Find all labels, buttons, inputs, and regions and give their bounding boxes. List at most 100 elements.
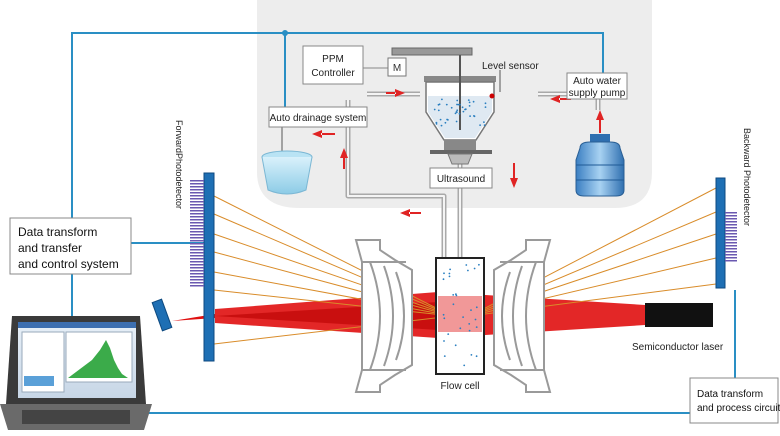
particle [456,103,458,106]
laptop-icon [0,316,152,430]
motor-symbol: M [393,63,401,74]
particle [483,124,486,127]
detector-element [190,219,204,221]
detector-element [190,192,204,194]
detector-element [190,180,204,182]
drainage-bucket-icon [261,150,313,195]
control-system-label-3: and control system [18,257,119,271]
detector-element [190,231,204,233]
detector-element [725,236,737,238]
tank-particles [433,98,487,127]
backward-photodetector-teeth [725,212,737,262]
wire-junction [282,30,288,36]
particle [465,264,468,266]
flow-arrows [312,89,604,217]
particle [475,355,478,358]
control-system-label-2: and transfer [18,241,82,255]
arrow-up-icon [596,110,604,133]
particle [456,99,459,102]
detector-element [190,273,204,275]
detector-element [725,224,737,226]
detector-element [190,252,204,254]
particle [443,340,445,342]
detector-element [725,230,737,232]
detector-element [725,233,737,235]
backward-photodetector-bar [715,177,726,289]
particle [475,306,478,309]
particle [455,120,458,123]
detector-element [190,279,204,281]
detector-element [190,255,204,257]
control-system-label-1: Data transform [18,225,97,239]
water-pump-box [566,72,628,100]
drainage-system-label: Auto drainage system [270,113,367,124]
particle [461,106,464,109]
process-circuit-label-2: and process circuit [697,403,780,414]
water-bottle-icon [575,134,625,197]
flow-cell-beam-band [438,296,482,332]
particle [445,103,448,106]
particle [444,121,447,124]
ppm-controller-box [302,45,364,85]
particle [468,329,471,332]
detector-element [190,243,204,245]
particle [443,317,446,320]
semiconductor-laser [645,303,713,327]
mixing-tank [424,55,496,165]
detector-element [725,248,737,250]
detector-element [725,221,737,223]
particle [443,272,445,275]
detector-element [190,222,204,224]
particle [470,309,472,311]
particle [442,313,445,316]
detector-element [190,240,204,242]
particle [441,98,443,101]
level-sensor-icon [489,93,495,99]
particle [447,333,450,335]
particle [484,106,487,108]
particle [462,316,464,318]
particle [454,344,457,347]
detector-element [190,258,204,260]
particle [439,118,442,121]
flow-cell-label: Flow cell [441,381,480,392]
detector-element [190,183,204,185]
detector-element [190,204,204,206]
particle [457,103,460,106]
motor-icon [387,57,407,77]
detector-element [725,251,737,253]
particle [473,115,475,117]
flow-cell-particles [442,263,480,367]
detector-element [190,282,204,284]
particle [468,323,471,325]
detector-element [725,242,737,244]
detector-element [190,264,204,266]
detector-element [190,198,204,200]
detector-element [190,195,204,197]
particle [459,103,461,106]
particle [440,124,443,127]
particle [443,355,446,357]
particle [448,275,451,278]
left-lens-assembly [354,239,413,393]
particle [470,354,473,356]
particle [467,99,470,101]
particle [449,268,451,271]
process-circuit-label-1: Data transform [697,389,763,400]
ultrasound-box [429,167,493,189]
ppm-controller-label-2: Controller [311,68,355,79]
particle [472,100,475,103]
particle [458,112,461,115]
level-sensor-label: Level sensor [482,61,539,72]
detector-element [190,210,204,212]
forward-photodetector-teeth [190,180,204,287]
detector-element [725,239,737,241]
forward-photodetector-label: ForwardPhotodetector [174,120,184,209]
detector-element [725,227,737,229]
ppm-controller-label-1: PPM [322,54,344,65]
detector-element [190,234,204,236]
control-system-box [9,217,132,275]
particle [433,108,436,111]
